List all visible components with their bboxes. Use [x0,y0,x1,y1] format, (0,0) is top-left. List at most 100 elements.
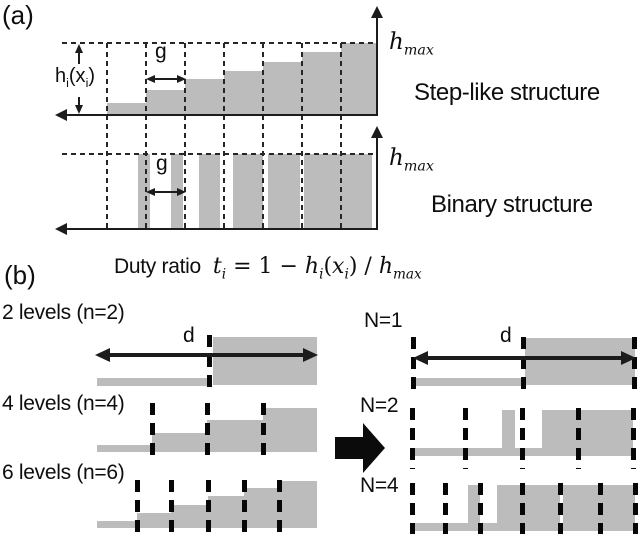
thick-dash [597,483,603,534]
levels-4-label: 4 levels (n=4) [2,392,125,415]
step-bar [107,103,146,115]
thick-dash [519,483,525,534]
d-label-right: d [500,324,512,347]
height-arrow-head [74,44,83,53]
gray-bar [208,496,244,528]
thick-dash [204,403,210,458]
d-arrow-head [303,347,318,362]
gray-bar [213,337,317,385]
d-arrow [108,353,305,357]
axis-arrowhead [55,109,67,121]
thick-dash [409,408,415,469]
step-bar [302,52,341,115]
gray-bar [542,410,633,456]
duty-ratio-equation: ti = 1 − hi(xi) / hmax [212,254,422,283]
thick-dash [168,480,174,533]
gray-bar [468,485,480,531]
thick-dash [632,483,638,534]
binary-structure-title: Binary structure [431,191,593,218]
height-arrow-head [74,105,83,114]
levels-2-label: 2 levels (n=2) [2,301,125,324]
d-arrow [426,356,623,360]
hmax-label-step: hmax [389,29,434,59]
step-bar [185,79,224,115]
axis-arrowhead [371,126,383,138]
axis-line [375,136,379,229]
grid-line [301,43,303,229]
thick-dash [442,483,448,534]
gray-bar [97,521,137,528]
gray-bar [525,338,635,385]
thick-dash [260,403,266,458]
g-arrow-head [177,187,186,196]
thick-dash [477,483,483,534]
conversion-arrow-body [335,437,363,459]
g-arrow [153,191,179,193]
conversion-arrow-head [363,423,385,473]
thick-dash [205,480,211,533]
gray-bar [97,378,209,386]
d-arrow-head [95,347,110,362]
gray-bar [137,513,171,528]
thick-dash [149,403,155,458]
thick-dash [630,408,636,469]
thick-dash [462,408,468,469]
binary-bar [304,154,372,228]
gray-bar [502,410,515,456]
grid-line [340,43,342,229]
gray-bar [152,433,207,452]
binary-bar [138,154,150,228]
gray-bar [497,485,560,531]
step-structure-title: Step-like structure [414,79,600,106]
thick-dash [519,408,525,469]
thick-dash [557,483,563,534]
d-arrow-head [621,350,636,365]
axis-line [375,16,379,115]
n1-label: N=1 [364,309,403,332]
gray-bar [244,488,279,528]
thick-dash [520,337,526,391]
thick-dash [241,480,247,533]
panel-a-label: (a) [2,0,34,30]
d-label-left: d [183,324,195,347]
height-arrow [78,52,80,64]
duty-ratio-text: Duty ratio [114,255,201,278]
grid-line [106,43,108,229]
thick-dash [409,483,415,534]
gray-bar [263,408,317,452]
g-arrow-head [146,74,155,83]
step-bar [341,43,378,115]
gray-bar [97,445,152,452]
duty-ratio-formula: Duty ratio ti = 1 − hi(xi) / hmax [114,254,422,283]
axis-line [66,227,378,231]
thick-dash [575,408,581,469]
period-g-label-step: g [155,40,167,63]
levels-6-label: 6 levels (n=6) [2,461,125,484]
step-bar [146,90,185,115]
hmax-label-binary: hmax [389,145,434,175]
g-arrow-head [177,74,186,83]
step-height-label: hi(xi) [55,65,95,90]
gray-bar [415,378,523,386]
height-arrow [78,97,80,106]
thick-dash [206,335,212,391]
axis-line [66,113,378,117]
binary-bar [233,154,263,228]
grid-line [223,43,225,229]
axis-arrowhead [55,223,67,235]
n2-label: N=2 [360,394,399,417]
gray-bar [279,481,317,528]
step-bar [224,71,263,115]
grid-line [184,43,186,229]
period-g-label-binary: g [156,152,168,175]
hmax-dashed-line [62,42,377,44]
binary-bar [199,154,220,228]
thick-dash [134,480,140,533]
panel-b-label: (b) [4,260,36,290]
step-bar [263,62,302,115]
thick-dash [276,480,282,533]
hmax-dashed-line [62,153,377,155]
binary-bar [268,154,300,228]
n4-label: N=4 [360,474,399,497]
